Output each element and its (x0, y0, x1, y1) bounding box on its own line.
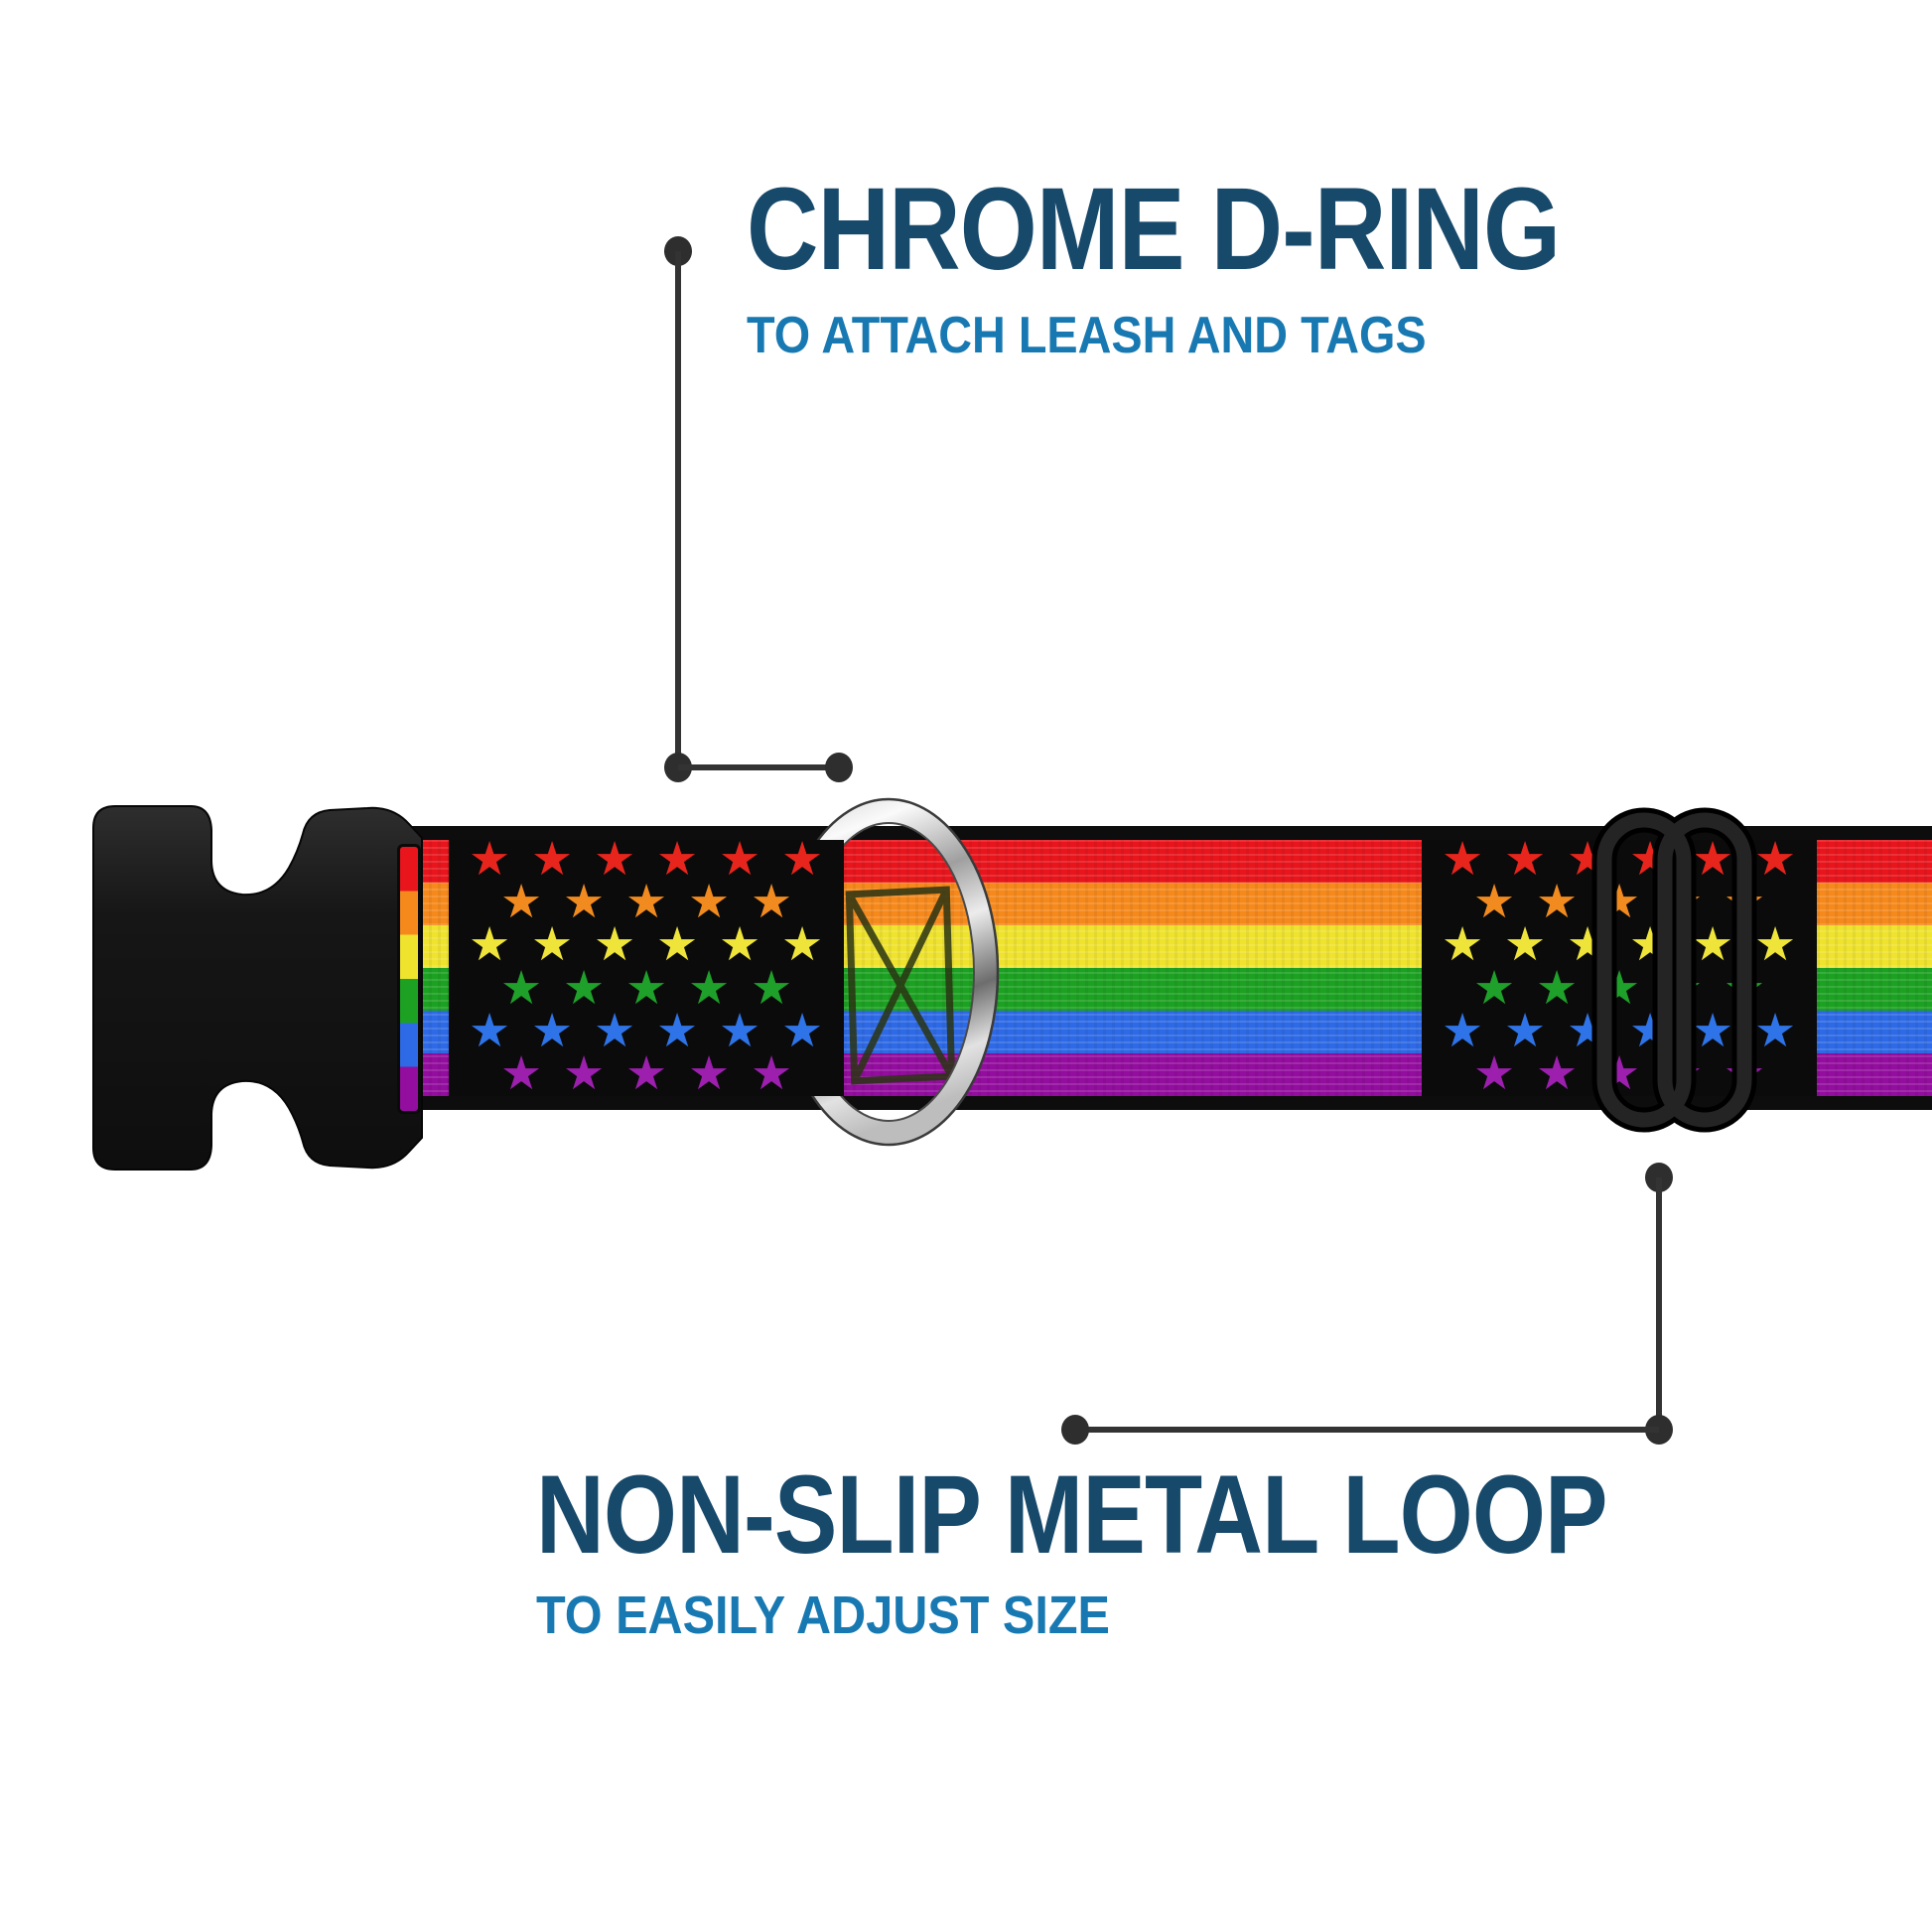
rainbow-stripe (1817, 925, 1932, 969)
star-icon: ★ (688, 1046, 731, 1096)
rainbow-stripe (1817, 1053, 1932, 1096)
star-icon: ★ (1754, 1003, 1797, 1058)
star-icon: ★ (1442, 840, 1484, 887)
star-icon: ★ (719, 1003, 761, 1058)
star-icon: ★ (769, 1046, 793, 1096)
star-icon: ★ (500, 960, 543, 1016)
buckle-slot-webbing (397, 844, 421, 1114)
star-icon: ★ (1754, 840, 1797, 887)
star-icon: ★ (531, 917, 574, 973)
callout-dot (825, 753, 853, 782)
star-icon: ★ (469, 917, 511, 973)
rainbow-stripe (844, 925, 1422, 969)
star-icon: ★ (1504, 917, 1547, 973)
webbing-texture (1817, 840, 1932, 1096)
star-icon: ★ (625, 960, 668, 1016)
star-icon: ★ (688, 960, 731, 1016)
star-icon: ★ (781, 917, 824, 973)
star-icon: ★ (1504, 840, 1547, 887)
star-icon: ★ (1473, 960, 1516, 1016)
star-icon: ★ (1536, 960, 1579, 1016)
star-icon: ★ (1442, 1003, 1484, 1058)
star-icon: ★ (625, 875, 668, 930)
side-release-buckle-icon (92, 805, 423, 1171)
star-icon: ★ (781, 840, 824, 887)
star-icon: ★ (688, 875, 731, 930)
bottom-callout-subtitle: TO EASILY ADJUST SIZE (536, 1586, 1110, 1645)
star-icon: ★ (656, 917, 699, 973)
star-icon: ★ (469, 840, 511, 887)
star-icon: ★ (563, 960, 606, 1016)
star-icon: ★ (531, 840, 574, 887)
star-icon: ★ (1504, 1003, 1547, 1058)
star-icon: ★ (594, 1003, 636, 1058)
star-icon: ★ (769, 875, 793, 930)
rainbow-stripe (844, 968, 1422, 1012)
star-icon: ★ (656, 1003, 699, 1058)
callout-line-horizontal (678, 764, 839, 770)
callout-line-vertical (675, 251, 681, 767)
star-icon: ★ (656, 840, 699, 887)
star-icon: ★ (469, 1003, 511, 1058)
bottom-callout-title: NON-SLIP METAL LOOP (536, 1452, 1608, 1577)
star-icon: ★ (1692, 1003, 1734, 1058)
rainbow-stripe (1817, 968, 1932, 1012)
star-icon: ★ (500, 875, 543, 930)
star-icon: ★ (719, 917, 761, 973)
rainbow-stripe (844, 1011, 1422, 1054)
star-icon: ★ (1442, 917, 1484, 973)
star-icon: ★ (719, 840, 761, 887)
tri-glide-adjuster-icon (1591, 807, 1757, 1133)
rainbow-stripes-block (1817, 840, 1932, 1096)
star-icon: ★ (1754, 917, 1797, 973)
callout-line-horizontal (1075, 1427, 1659, 1433)
star-icon: ★ (1473, 875, 1516, 930)
star-icon: ★ (563, 1046, 606, 1096)
star-icon: ★ (563, 875, 606, 930)
top-callout-title: CHROME D-RING (747, 164, 1561, 295)
star-icon: ★ (531, 1003, 574, 1058)
star-icon: ★ (625, 1046, 668, 1096)
star-icon: ★ (594, 840, 636, 887)
star-icon: ★ (769, 960, 793, 1016)
rainbow-stripe (1817, 1011, 1932, 1054)
star-icon: ★ (1692, 917, 1734, 973)
star-icon: ★ (594, 917, 636, 973)
rainbow-stripes-block (844, 840, 1422, 1096)
star-icon: ★ (1473, 1046, 1516, 1096)
rainbow-stripe (1817, 840, 1932, 884)
star-icon: ★ (500, 1046, 543, 1096)
star-icon: ★ (781, 1003, 824, 1058)
callout-line-vertical (1656, 1177, 1662, 1430)
webbing-fold-pattern: ★★★★★★★★★★★★★★★★★★★★★★★★★★★★★★★★★ (769, 840, 844, 1096)
callout-dot (1061, 1415, 1089, 1445)
top-callout-subtitle: TO ATTACH LEASH AND TAGS (747, 307, 1427, 364)
star-icon: ★ (1692, 840, 1734, 887)
rainbow-stripe (1817, 883, 1932, 926)
webbing-fold: ★★★★★★★★★★★★★★★★★★★★★★★★★★★★★★★★★ (769, 840, 846, 1096)
star-icon: ★ (1536, 1046, 1579, 1096)
star-icon: ★ (1536, 875, 1579, 930)
